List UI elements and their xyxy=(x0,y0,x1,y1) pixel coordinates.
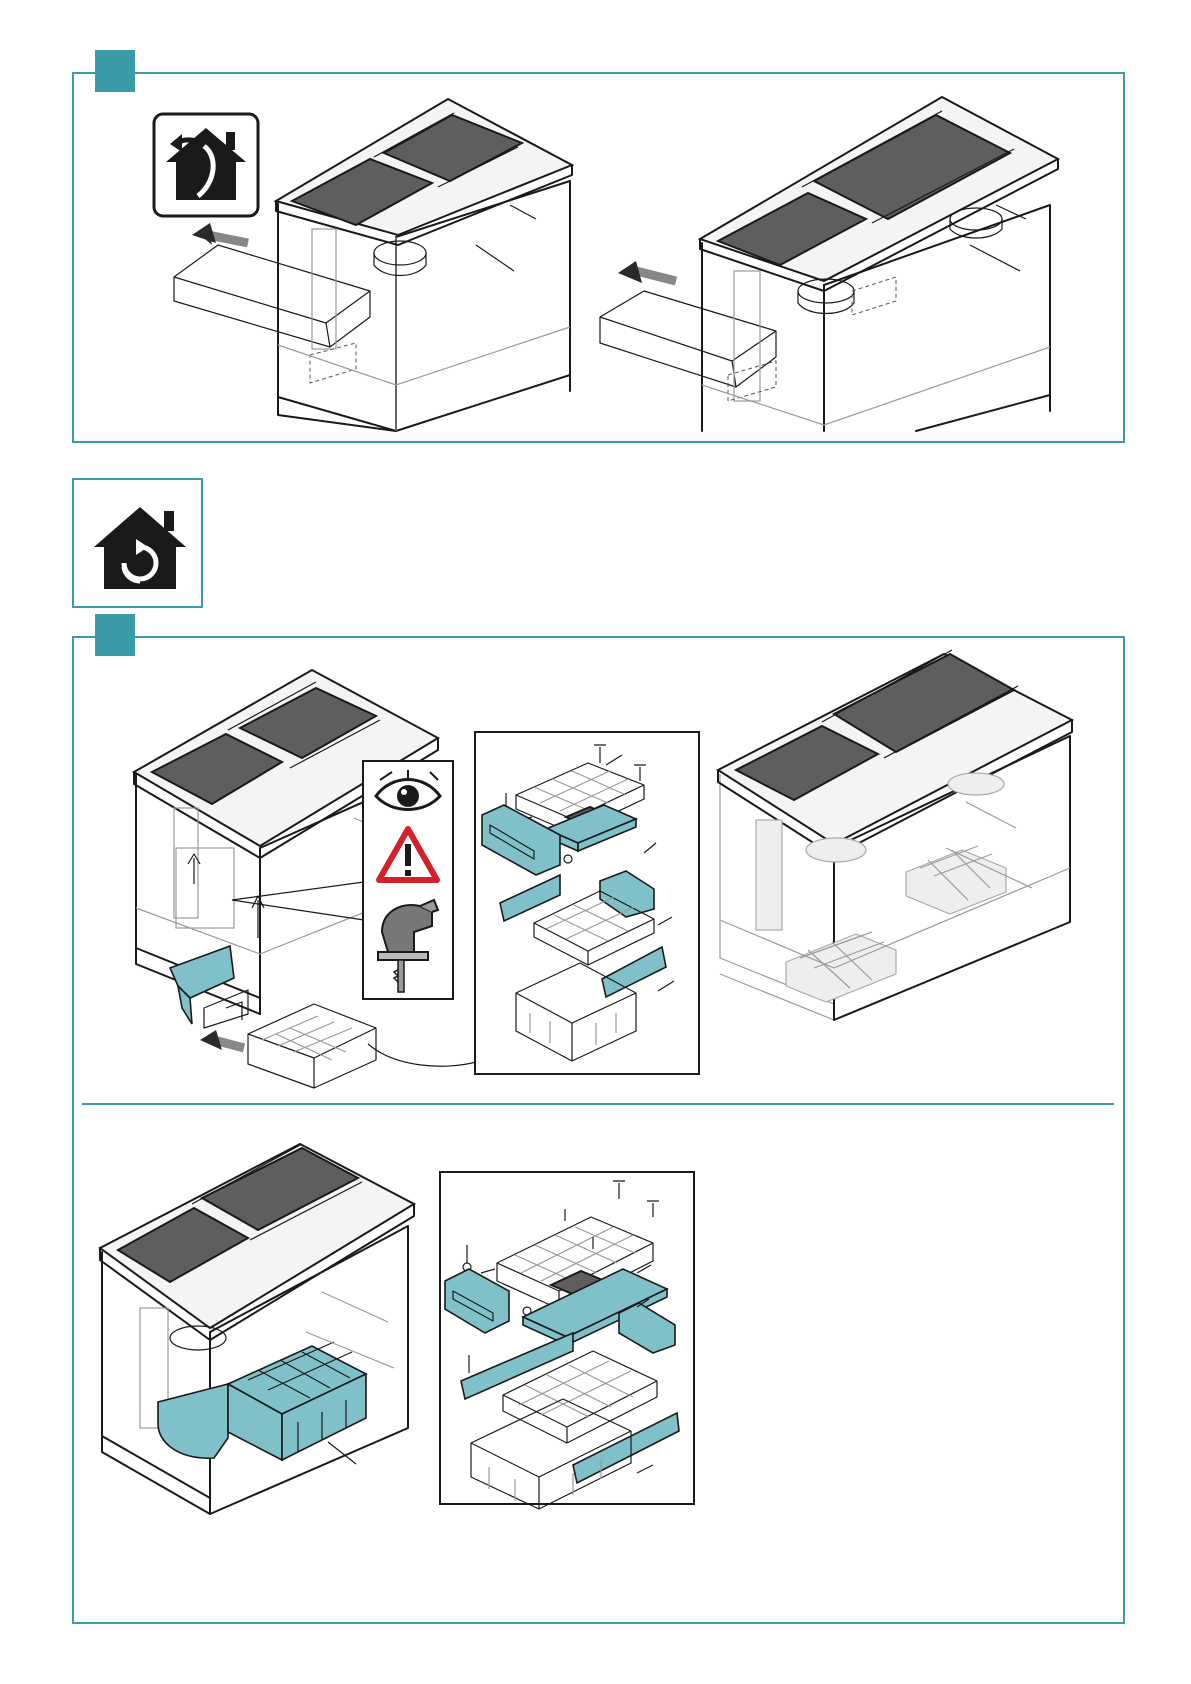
cabinet-with-filter-installed xyxy=(716,652,1080,1042)
pointer-lines xyxy=(230,880,370,940)
long-filter-exploded-view xyxy=(441,1173,693,1503)
jigsaw-icon xyxy=(374,892,442,994)
connector-line xyxy=(366,1040,478,1074)
eye-icon xyxy=(372,768,444,820)
house-recirculation-icon xyxy=(92,505,188,591)
cabinet-duct-long-variant xyxy=(596,95,1066,435)
section-divider xyxy=(82,1103,1114,1105)
filter-exploded-view xyxy=(476,733,698,1073)
step-number-tab-1 xyxy=(95,50,135,92)
step-number-tab-3 xyxy=(95,614,135,656)
warning-triangle-icon xyxy=(376,826,440,884)
cabinet-with-long-filter-box xyxy=(98,1142,418,1522)
cabinet-duct-short-variant xyxy=(170,95,590,435)
